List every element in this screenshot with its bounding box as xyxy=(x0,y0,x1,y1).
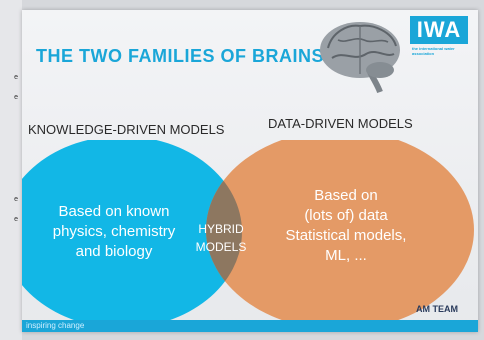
venn-diagram: Based on known physics, chemistry and bi… xyxy=(22,140,478,332)
am-team-label: AM TEAM xyxy=(416,304,458,314)
venn-shapes xyxy=(22,140,474,330)
slide-title: THE TWO FAMILIES OF BRAINS xyxy=(36,46,324,66)
iwa-logo: IWA the international water association xyxy=(410,16,470,64)
text-line: HYBRID xyxy=(198,222,244,236)
text-line: (lots of) data xyxy=(304,207,388,224)
footer-bar: inspiring change xyxy=(22,320,478,332)
text-line: physics, chemistry xyxy=(52,223,176,240)
hybrid-models-label: HYBRID MODELS xyxy=(190,220,252,256)
logo-mark: IWA xyxy=(410,16,468,44)
data-circle xyxy=(206,140,474,330)
text-line: MODELS xyxy=(195,240,247,254)
brain-icon xyxy=(320,22,400,94)
background-strip: e e e e xyxy=(0,0,22,340)
data-driven-heading: DATA-DRIVEN MODELS xyxy=(268,116,413,131)
side-note: e xyxy=(14,216,18,223)
side-note: e xyxy=(14,196,18,203)
text-line: Based on known xyxy=(58,203,170,220)
logo-subtitle: the international water association xyxy=(412,46,455,56)
data-circle-text: Based on (lots of) data Statistical mode… xyxy=(262,186,430,266)
knowledge-circle xyxy=(22,140,242,328)
side-note: e xyxy=(14,94,18,101)
footer-text: inspiring change xyxy=(26,321,85,330)
knowledge-circle-text: Based on known physics, chemistry and bi… xyxy=(36,202,192,262)
presentation-slide: THE TWO FAMILIES OF BRAINS IWA the inter… xyxy=(22,10,478,332)
text-line: Based on xyxy=(314,187,378,204)
side-note: e xyxy=(14,74,18,81)
text-line: and biology xyxy=(75,243,153,260)
text-line: ML, ... xyxy=(325,247,367,264)
text-line: Statistical models, xyxy=(285,227,407,244)
knowledge-driven-heading: KNOWLEDGE-DRIVEN MODELS xyxy=(28,122,225,137)
